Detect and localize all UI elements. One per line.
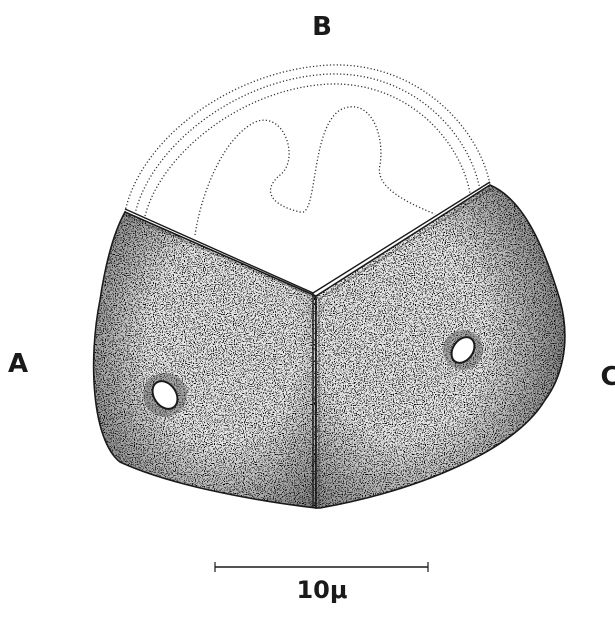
label-b: B — [312, 12, 332, 42]
pore-right-icon — [443, 330, 483, 370]
pore-left-icon — [143, 373, 187, 417]
scale-bar-label: 10μ — [296, 576, 347, 604]
label-a: A — [8, 349, 28, 379]
facet-b-outline — [125, 65, 490, 235]
scale-bar — [215, 562, 428, 572]
facet-c — [310, 180, 575, 520]
label-c: C — [600, 362, 615, 392]
